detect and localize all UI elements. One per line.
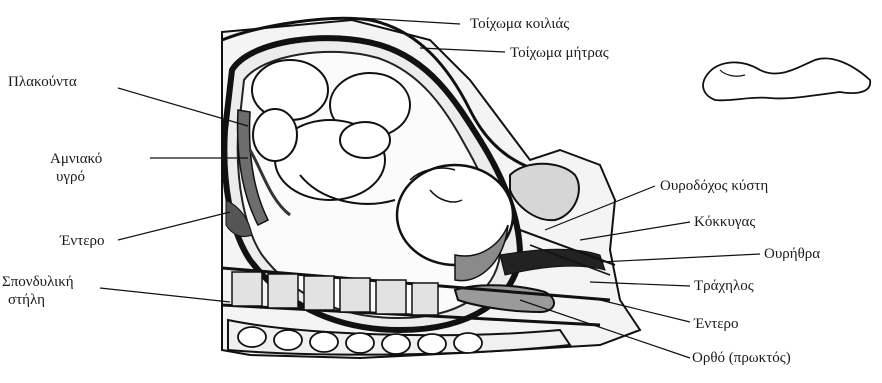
label-amniotic-fluid-2: υγρό [56,169,85,185]
label-amniotic-fluid-1: Αμνιακό [50,151,102,167]
label-urethra: Ουρήθρα [764,246,820,262]
label-spine-2: στήλη [8,292,45,308]
label-abdominal-wall: Τοίχωμα κοιλιάς [470,16,569,32]
label-intestine-right: Έντερο [693,316,739,332]
label-bladder: Ουροδόχος κύστη [660,178,768,194]
label-pubic-bone: Κόκκυγας [694,214,755,230]
body-silhouette-icon [703,58,870,100]
label-intestine-left: Έντερο [59,233,105,249]
label-uterine-wall: Τοίχωμα μήτρας [510,45,609,61]
label-rectum: Ορθό (πρωκτός) [692,350,791,366]
label-cervix: Τράχηλος [694,278,754,294]
label-spine-1: Σπονδυλική [2,274,74,290]
label-placenta: Πλακούντα [8,74,77,90]
